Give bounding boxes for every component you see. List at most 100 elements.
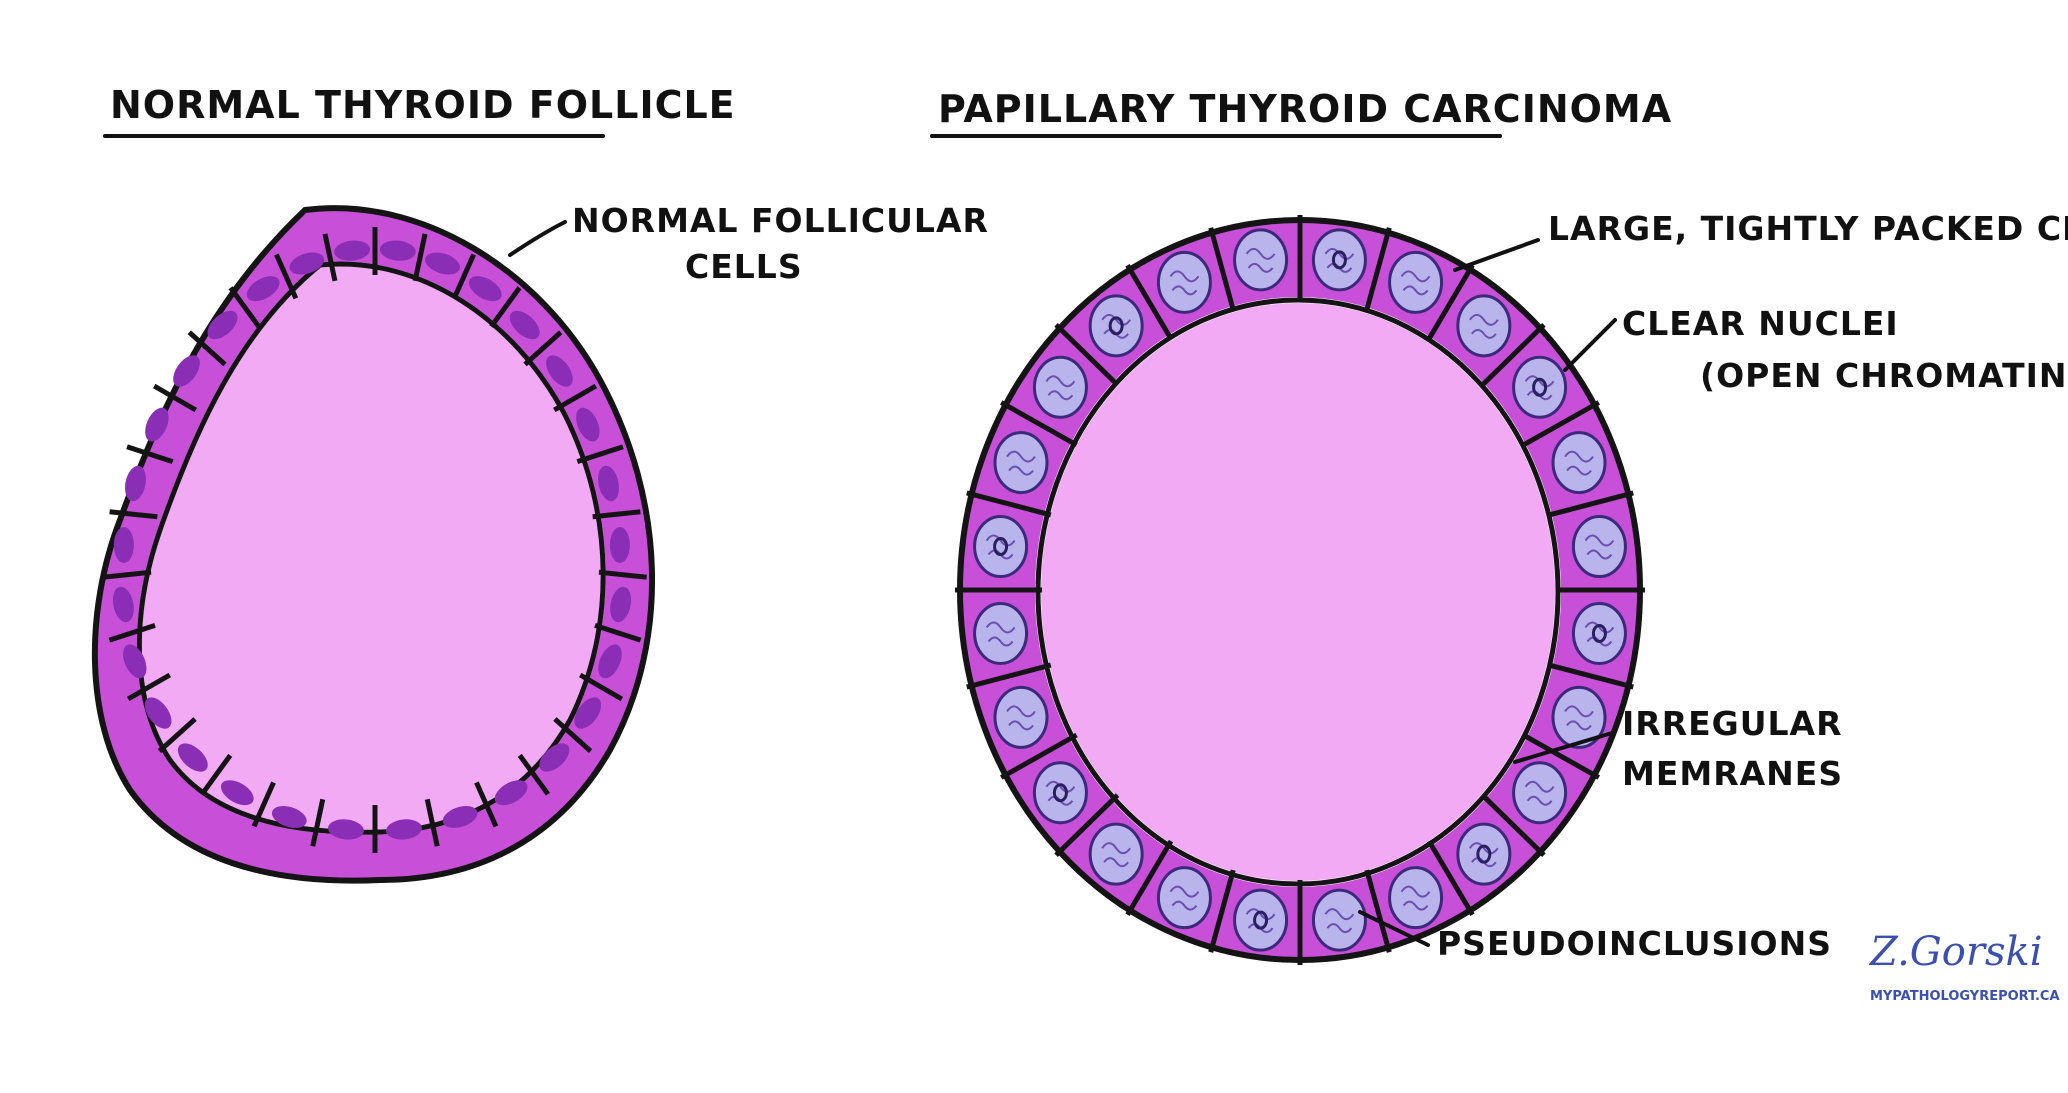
normal-title: NORMAL THYROID FOLLICLE <box>110 83 736 127</box>
follicle-cell-nucleus <box>598 465 619 502</box>
large-cells-label: LARGE, TIGHTLY PACKED CELLS <box>1548 209 2068 248</box>
normal-cell-divider <box>489 286 522 329</box>
pseudoinclusion-mark <box>1331 250 1347 270</box>
chromatin-strand <box>1169 885 1200 911</box>
papillary-cell-divider <box>1548 490 1634 518</box>
follicle-cell-nucleus <box>598 644 622 679</box>
follicle-cell-nucleus <box>177 743 208 772</box>
follicle-cell-nucleus <box>509 310 540 340</box>
follicle-cell-nucleus <box>328 819 364 840</box>
normal-cell-divider <box>576 444 624 464</box>
follicle-cell-nucleus <box>113 527 134 563</box>
normal-cell-divider <box>553 383 598 413</box>
papillary-cell-divider <box>1480 323 1546 387</box>
papillary-cell-divider <box>1364 869 1392 953</box>
pseudoinclusion-mark <box>1108 316 1124 336</box>
follicle-cell-nucleus <box>144 697 172 729</box>
papillary-cell-divider <box>1522 732 1601 780</box>
normal-cells-label-line1: NORMAL FOLLICULAR <box>572 201 989 240</box>
follicle-cell-nucleus <box>539 743 570 772</box>
clear-nucleus-icon <box>973 601 1029 665</box>
papillary-cell-divider <box>1125 839 1174 917</box>
chromatin-strand <box>1324 908 1355 934</box>
follicle-cell-nucleus <box>289 252 325 275</box>
pseudoinclusion-mark <box>1476 844 1492 864</box>
papillary-cell-divider <box>1125 263 1174 341</box>
clear-nucleus-icon <box>993 685 1049 749</box>
follicle-cell-nucleus <box>546 355 573 387</box>
clear-nucleus-icon <box>1032 355 1088 419</box>
clear-nuclei-label-line1: CLEAR NUCLEI <box>1622 304 1899 343</box>
normal-cell-divider <box>310 798 326 847</box>
papillary-panel: PAPILLARY THYROID CARCINOMA LARGE, TIGHT… <box>930 87 2068 965</box>
follicle-cell-nucleus <box>574 697 602 729</box>
pseudoinclusion-mark <box>993 537 1009 557</box>
follicle-cell-nucleus <box>610 586 632 623</box>
clear-nucleus-icon <box>973 515 1029 579</box>
follicle-cell-nucleus <box>576 407 600 442</box>
normal-cells-leader <box>508 220 567 257</box>
pseudoinclusion-mark <box>1253 910 1269 930</box>
normal-cell-divider <box>109 509 158 520</box>
follicle-cell-nucleus <box>609 527 630 563</box>
papillary-cell-divider <box>966 662 1052 690</box>
normal-cell-divider <box>592 509 641 520</box>
follicle-cell-nucleus <box>379 240 416 261</box>
normal-cell-divider <box>517 753 550 796</box>
clear-nucleus-icon <box>1156 866 1212 930</box>
follicle-cell-nucleus <box>112 586 134 623</box>
clear-nucleus-icon <box>1456 294 1512 358</box>
normal-cell-divider <box>126 672 172 702</box>
papillary-cell-divider <box>1522 400 1601 448</box>
papillary-title: PAPILLARY THYROID CARCINOMA <box>938 87 1672 131</box>
pseudoinclusion-mark <box>1052 783 1068 803</box>
clear-nucleus-icon <box>1512 761 1568 825</box>
papillary-cell-divider <box>1364 227 1392 311</box>
normal-follicle-panel: NORMAL THYROID FOLLICLE NORMAL FOLLICULA… <box>91 83 989 884</box>
chromatin-strand <box>1584 534 1615 560</box>
clear-nucleus-icon <box>1233 888 1289 952</box>
clear-nucleus-icon <box>1512 355 1568 419</box>
chromatin-strand <box>1469 313 1499 339</box>
clear-nucleus-icon <box>1032 761 1088 825</box>
normal-cell-divider <box>322 233 338 282</box>
clear-nucleus-icon <box>1551 431 1607 495</box>
normal-cell-divider <box>598 569 647 580</box>
normal-cell-divider <box>200 753 233 796</box>
pseudoinclusions-label: PSEUDOINCLUSIONS <box>1437 924 1832 963</box>
irregular-leader <box>1513 731 1614 764</box>
chromatin-strand <box>1400 885 1431 911</box>
follicle-cell-nucleus <box>145 407 169 442</box>
follicle-cell-nucleus <box>125 465 146 502</box>
follicle-cell-nucleus <box>494 780 528 806</box>
follicle-cell-nucleus <box>123 644 147 679</box>
chromatin-strand <box>1564 705 1594 731</box>
clear-nucleus-icon <box>1311 888 1367 952</box>
chromatin-strand <box>1564 450 1594 476</box>
papillary-cell-divider <box>1208 869 1236 953</box>
normal-cell-divider <box>228 286 261 329</box>
follicle-cell-nucleus <box>425 252 460 275</box>
pseudoinclusion-mark <box>1532 377 1548 397</box>
chromatin-strand <box>985 621 1016 647</box>
clear-nucleus-icon <box>1456 822 1512 886</box>
follicle-cell-nucleus <box>271 805 307 829</box>
normal-cell-divider <box>274 253 299 300</box>
papillary-cell-divider <box>1426 263 1475 341</box>
papillary-cells-group <box>955 215 1645 965</box>
papillary-cell-divider <box>1548 662 1634 690</box>
clear-nuclei-leader <box>1563 318 1617 372</box>
follicle-cell-nucleus <box>334 240 371 261</box>
signature-logo: Z.Gorski MYPATHOLOGYREPORT.CA <box>1868 929 2060 1004</box>
normal-cell-divider <box>126 444 174 464</box>
normal-cell-divider <box>594 622 642 643</box>
normal-cells-label-line2: CELLS <box>685 247 803 286</box>
signature-name: Z.Gorski <box>1868 929 2043 975</box>
normal-cell-divider <box>553 717 593 753</box>
clear-nucleus-icon <box>1233 228 1289 292</box>
follicle-cell-nucleus <box>207 310 238 340</box>
chromatin-strand <box>1045 375 1076 401</box>
clear-nucleus-icon <box>1571 601 1627 665</box>
